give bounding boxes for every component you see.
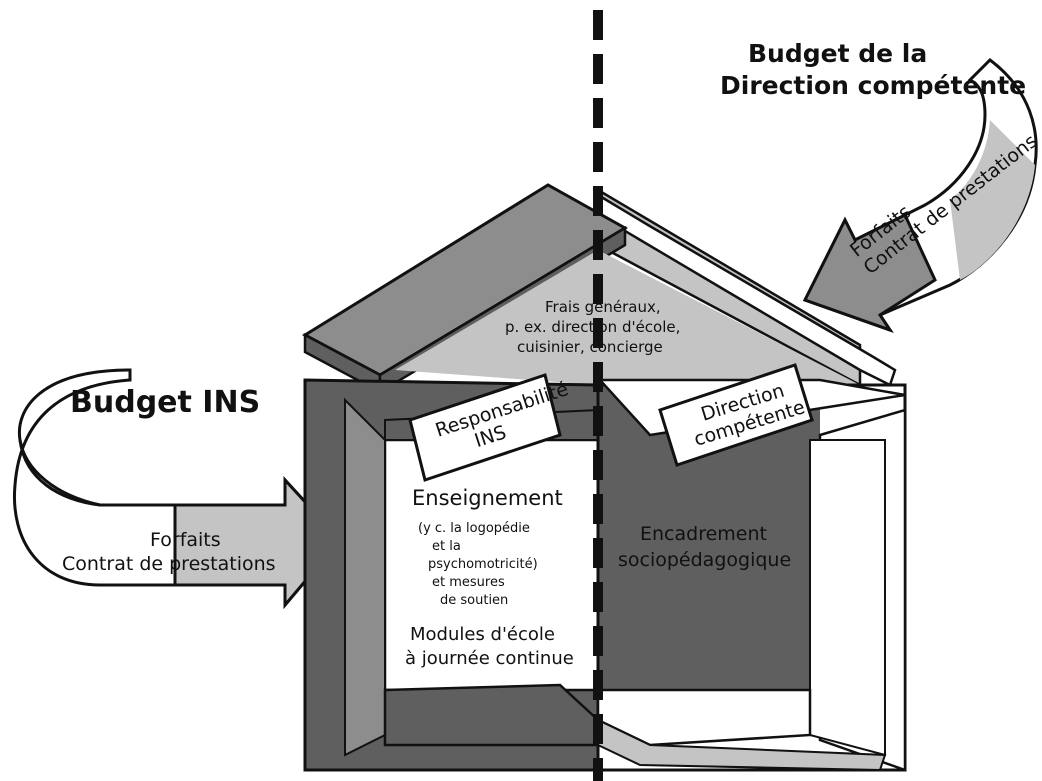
teaching-line1: (y c. la logopédie (418, 521, 530, 536)
budget-direction-title-line2: Direction compétente (720, 71, 1026, 100)
budget-direction-title-line1: Budget de la (748, 39, 927, 68)
roof-line2: p. ex. direction d'école, (505, 318, 680, 336)
roof (301, 183, 897, 395)
teaching-line4: et mesures (432, 575, 505, 590)
modules-line1: Modules d'école (410, 624, 555, 645)
budget-direction-arrow (802, 58, 1038, 333)
budget-ins-line1: Forfaits (150, 529, 221, 551)
house-left-half (303, 378, 622, 772)
budget-ins-title: Budget INS (70, 385, 260, 420)
responsibility-ins-tag (408, 373, 562, 482)
teaching-line3: psychomotricité) (428, 557, 538, 572)
teaching-line2: et la (432, 539, 461, 554)
modules-line2: à journée continue (405, 648, 574, 669)
teaching-title: Enseignement (412, 486, 563, 510)
care-line2: sociopédagogique (618, 549, 791, 571)
budget-ins-line2: Contrat de prestations (62, 553, 276, 575)
care-line1: Encadrement (640, 523, 767, 545)
roof-line3: cuisinier, concierge (517, 338, 663, 356)
roof-line1: Frais généraux, (545, 298, 661, 316)
responsibility-direction-tag (658, 363, 814, 467)
budget-ins-arrow (12, 368, 342, 610)
teaching-line5: de soutien (440, 593, 508, 608)
